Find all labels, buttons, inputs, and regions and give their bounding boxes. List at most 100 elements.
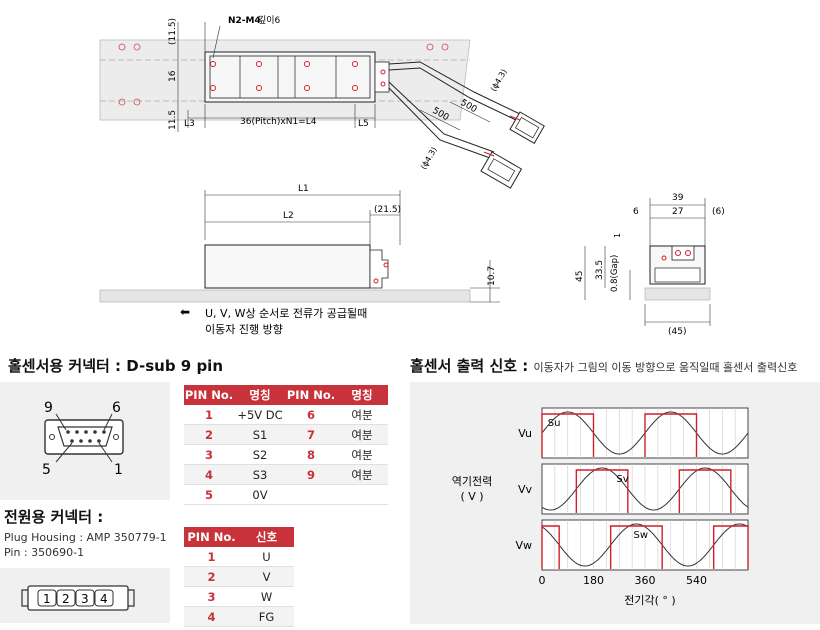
dim-11-5-bot: 11.5 (168, 110, 178, 130)
dim-6: 6 (633, 207, 639, 217)
pin-number: 5 (184, 484, 234, 505)
dim-10-7: 10.7 (487, 266, 497, 286)
hall-output-title: 홀센서 출력 신호 : 이동자가 그림의 이동 방향으로 움직일때 홀센서 출력… (410, 355, 797, 376)
pin-signal: S3 (234, 464, 286, 485)
dim-l5: L5 (358, 119, 369, 129)
power-pin-4: 4 (100, 592, 108, 606)
pin-number (286, 484, 336, 505)
pin-number: 3 (184, 586, 239, 607)
dim-6p: (6) (712, 207, 725, 217)
series-label-vu: Vu (518, 427, 532, 440)
sensor-sv-pulse (575, 469, 629, 513)
dim-gap: 0.8(Gap) (610, 255, 620, 292)
pin-signal: 여분 (336, 424, 388, 445)
y-axis-label-line2: ( V ) (460, 490, 483, 503)
dsub-pin-9: 9 (44, 400, 53, 416)
series-label-vv: Vv (518, 483, 533, 496)
pin-number: 4 (184, 464, 234, 485)
table-row: 2 V (184, 566, 294, 587)
pin-number: 1 (184, 547, 239, 567)
n2m4-label: N2-M4 (228, 16, 261, 26)
pin-number: 2 (184, 566, 239, 587)
dim-11-5-top: (11.5) (168, 18, 178, 45)
x-tick-label: 180 (583, 574, 604, 587)
dim-45: 45 (575, 271, 585, 282)
pin-signal: V (239, 566, 294, 587)
pin-signal: S1 (234, 424, 286, 445)
dsub-pin-6: 6 (112, 400, 121, 416)
hall-header-name1: 명칭 (234, 385, 286, 405)
side-view (99, 190, 500, 303)
pin-number: 4 (184, 606, 239, 627)
pin-number: 2 (184, 424, 234, 445)
dim-1: 1 (613, 233, 622, 238)
dim-21-5: (21.5) (374, 205, 401, 215)
dim-45p: (45) (668, 327, 686, 337)
pin-signal (336, 484, 388, 505)
pin-signal: 0V (234, 484, 286, 505)
hall-header-name2: 명칭 (336, 385, 388, 405)
dsub-connector-icon: 9 6 5 1 (42, 400, 124, 478)
mechanical-drawing: N2-M4 깊이6 (11.5) 1 6 11.5 L3 36(Pitch)xN1… (99, 14, 725, 337)
pin-signal: +5V DC (234, 405, 286, 425)
power-connector-icon: 1 2 3 4 (21, 585, 135, 611)
pin-number: 6 (286, 405, 336, 425)
y-axis-label-line1: 역기전력 (452, 475, 492, 488)
sensor-sw-pulse (609, 525, 663, 569)
dim-pitch: 36(Pitch)xN1=L4 (240, 117, 317, 127)
sensor-label-sv: Sv (616, 474, 628, 485)
pin-number: 3 (184, 444, 234, 465)
pin-number: 1 (184, 405, 234, 425)
dim-33-5: 33.5 (595, 260, 605, 280)
table-row: 4 FG (184, 606, 294, 627)
pin-signal: 여분 (336, 444, 388, 465)
sensor-su-pulse (541, 413, 595, 457)
table-row: 3 S2 8 여분 (184, 444, 388, 465)
pin-signal: U (239, 547, 294, 567)
pin-number: 8 (286, 444, 336, 465)
sensor-sv-pulse (678, 469, 732, 513)
power-pin-2: 2 (62, 592, 70, 606)
dim-l1: L1 (298, 184, 309, 194)
hall-header-pin1: PIN No. (184, 385, 234, 405)
sensor-label-sw: Sw (634, 530, 649, 541)
power-connector-title: 전원용 커넥터 : (4, 508, 104, 526)
sensor-sw-pulse (712, 525, 749, 569)
hall-output-subtitle: 이동자가 그림의 이동 방향으로 움직일때 홀센서 출력신호 (533, 361, 798, 374)
direction-text-2: 이동자 진행 방향 (205, 323, 283, 336)
table-row: 1 U (184, 547, 294, 567)
power-pin-table: PIN No. 신호 1 U 2 V 3 W 4 FG (184, 527, 294, 627)
pin-number: 7 (286, 424, 336, 445)
dim-l3: L3 (184, 119, 195, 129)
series-label-vw: Vw (515, 539, 532, 552)
table-row: 2 S1 7 여분 (184, 424, 388, 445)
hall-connector-title: 홀센서용 커넥터 : D-sub 9 pin (8, 357, 224, 375)
sensor-su-pulse (644, 413, 698, 457)
hall-pin-table: PIN No. 명칭 PIN No. 명칭 1 +5V DC 6 여분 2 S1… (184, 385, 388, 505)
sensor-label-su: Su (548, 418, 561, 429)
sensor-sw-pulse (541, 525, 560, 569)
top-view (99, 22, 545, 189)
pin-number: 9 (286, 464, 336, 485)
pin-signal: S2 (234, 444, 286, 465)
power-housing-note: Plug Housing : AMP 350779-1 (4, 531, 167, 544)
power-pin-1: 1 (43, 592, 51, 606)
x-tick-label: 540 (686, 574, 707, 587)
table-row: 1 +5V DC 6 여분 (184, 405, 388, 425)
table-row: 5 0V (184, 484, 388, 505)
hall-output-title-text: 홀센서 출력 신호 : (410, 357, 529, 375)
dsub-pin-5: 5 (42, 462, 51, 478)
dsub-pin-1: 1 (114, 462, 123, 478)
dim-39: 39 (672, 193, 684, 203)
power-header-pin: PIN No. (184, 527, 239, 547)
dim-phi43-a: (ϕ4.3) (489, 67, 509, 93)
x-tick-label: 360 (635, 574, 656, 587)
power-header-signal: 신호 (239, 527, 294, 547)
dim-l2: L2 (283, 211, 294, 221)
pin-signal: 여분 (336, 405, 388, 425)
dim-27: 27 (672, 207, 683, 217)
table-row: 4 S3 9 여분 (184, 464, 388, 485)
power-pin-note: Pin : 350690-1 (4, 546, 85, 559)
depth-label: 깊이6 (258, 14, 281, 26)
